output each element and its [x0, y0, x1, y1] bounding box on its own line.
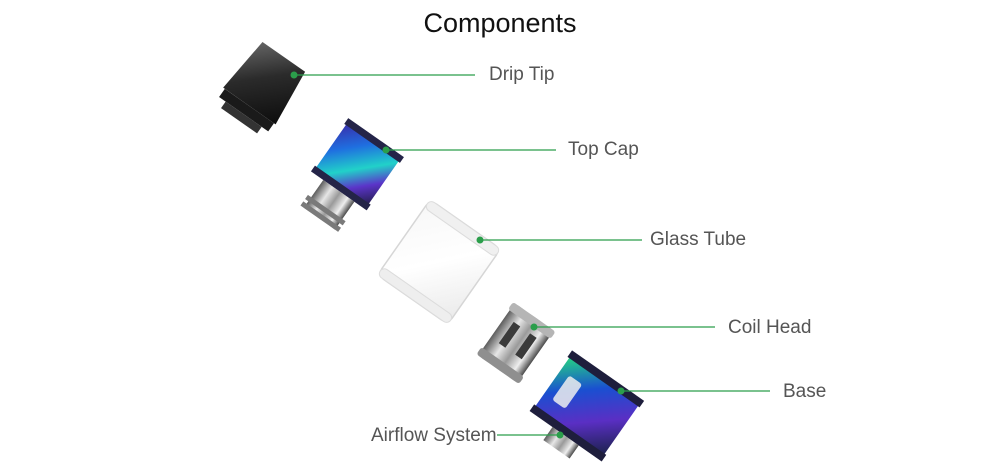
label-drip-tip: Drip Tip: [489, 64, 555, 85]
label-base: Base: [783, 381, 827, 402]
label-coil-head: Coil Head: [728, 317, 812, 338]
label-top-cap: Top Cap: [568, 139, 639, 160]
label-glass-tube: Glass Tube: [650, 229, 747, 250]
leader-line-drip-tip: [290, 71, 475, 79]
drip-tip-part: [219, 41, 306, 134]
top-cap-part: [300, 118, 404, 232]
diagram-title: Components: [423, 8, 577, 38]
leader-line-airflow-system: [497, 431, 564, 439]
leader-line-top-cap: [382, 146, 556, 154]
coil-head-part: [477, 303, 555, 383]
glass-tube-part: [378, 201, 500, 323]
leader-line-glass-tube: [476, 236, 642, 244]
label-airflow-system: Airflow System: [371, 425, 497, 446]
base-part: [529, 350, 645, 462]
leader-line-base: [617, 387, 770, 395]
leader-line-coil-head: [530, 323, 715, 331]
